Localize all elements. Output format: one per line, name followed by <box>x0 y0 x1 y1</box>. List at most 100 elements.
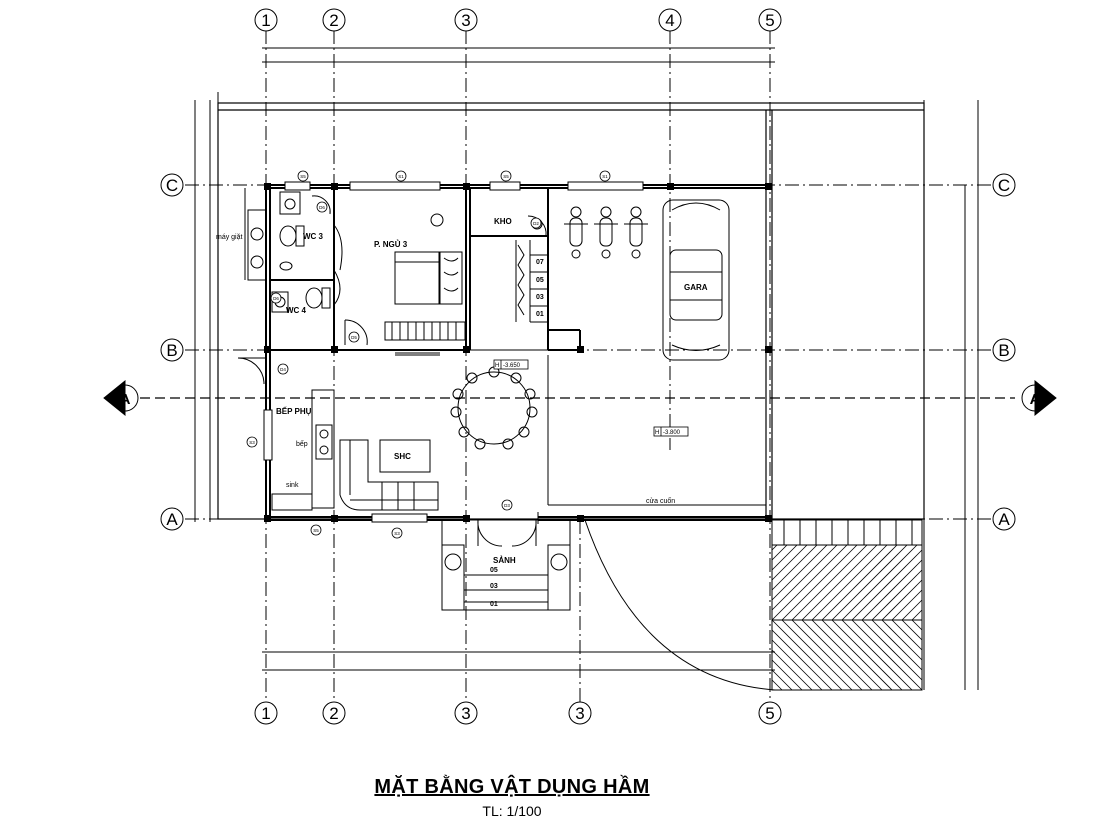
axis-bottom-5: 5 <box>765 704 774 723</box>
window-tag: S5 <box>313 528 319 533</box>
axis-right-b: B <box>998 341 1009 360</box>
hatch-line <box>771 544 818 591</box>
hatch-line <box>821 619 893 691</box>
axis-right-a: A <box>998 510 1010 529</box>
axis-top-4: 4 <box>665 11 674 30</box>
ramp-hatching <box>771 544 923 691</box>
room-label-garage: GARA <box>684 283 708 292</box>
hatch-line <box>771 669 793 691</box>
entry-step-label: 03 <box>490 583 498 590</box>
hatch-line <box>771 619 843 691</box>
hatch-line <box>771 629 833 691</box>
hatch-line <box>791 544 868 621</box>
axis-right-c: C <box>998 176 1010 195</box>
hatch-line <box>881 579 923 621</box>
room-label-wc4: WC 4 <box>286 306 307 315</box>
garage-vehicles <box>548 199 766 506</box>
door-tag: D5 <box>351 335 357 340</box>
axis-bottom-1: 1 <box>261 704 270 723</box>
room-label-storage: KHO <box>494 217 512 226</box>
hatch-line <box>771 649 813 691</box>
axis-top-2: 2 <box>329 11 338 30</box>
hatch-line <box>801 544 878 621</box>
hatch-line <box>901 599 923 621</box>
axis-bottom-2: 2 <box>329 704 338 723</box>
room-label-wc3: WC 3 <box>303 232 324 241</box>
fixture-label-stove: bếp <box>296 439 308 448</box>
entry-step-label: 01 <box>490 601 498 608</box>
window-tag: S1 <box>398 174 404 179</box>
windows <box>263 181 644 523</box>
drawing-title: MẶT BẰNG VẬT DỤNG HẦM <box>374 776 650 798</box>
hatch-line <box>851 619 923 691</box>
stair-step-label: 07 <box>536 259 544 266</box>
hatch-line <box>771 544 828 601</box>
level-dining: -3.650 <box>503 363 521 369</box>
room-label-living: SHC <box>394 452 411 461</box>
hatch-line <box>891 619 923 651</box>
walls <box>265 184 766 521</box>
axis-left-a: A <box>166 510 178 529</box>
hatch-line <box>771 544 838 611</box>
hatch-line <box>771 544 798 571</box>
hatch-line <box>771 544 788 561</box>
storage-and-stairs <box>515 215 548 323</box>
hatch-line <box>911 619 923 631</box>
hatch-line <box>781 619 853 691</box>
door-tag: D4 <box>280 367 286 372</box>
hatch-line <box>771 639 823 691</box>
drawing-scale: TL: 1/100 <box>482 803 542 819</box>
hatch-line <box>771 544 848 621</box>
hatch-line <box>871 619 923 671</box>
hatch-line <box>861 619 923 681</box>
entry-step-label: 05 <box>490 567 498 574</box>
hatch-line <box>771 544 808 581</box>
door-tag: D6 <box>319 205 325 210</box>
hatch-line <box>911 609 923 621</box>
window-tag: S5 <box>300 174 306 179</box>
hatch-line <box>771 679 783 691</box>
level-garage: -3.800 <box>663 430 681 436</box>
window-tag: S5 <box>503 174 509 179</box>
hatch-line <box>811 619 883 691</box>
hatch-line <box>771 659 803 691</box>
hatch-line <box>831 544 908 621</box>
hatch-line <box>871 569 923 621</box>
axis-left-b: B <box>166 341 177 360</box>
room-label-lobby: SẢNH <box>493 556 516 565</box>
axis-left-c: C <box>166 176 178 195</box>
fixture-label-sink: sink <box>286 482 299 489</box>
hatch-line <box>781 544 858 621</box>
door-tag: D3 <box>504 503 510 508</box>
hatch-line <box>881 619 923 661</box>
fixture-label-washer: máy giặt <box>216 234 243 241</box>
window-tag: S1 <box>602 174 608 179</box>
living-furniture <box>237 349 549 511</box>
hatch-line <box>841 619 913 691</box>
axis-bottom-3: 3 <box>461 704 470 723</box>
hatch-line <box>801 619 873 691</box>
door-tag: D6 <box>273 296 279 301</box>
hatch-line <box>891 589 923 621</box>
stair-step-label: 03 <box>536 294 544 301</box>
site-boundary <box>217 102 925 520</box>
hatch-line <box>861 559 923 621</box>
axis-top-5: 5 <box>765 11 774 30</box>
level-prefix: H <box>655 430 659 436</box>
hatch-line <box>771 544 778 551</box>
axis-bottom-4: 3 <box>575 704 584 723</box>
hatch-line <box>791 619 863 691</box>
bathrooms <box>244 188 343 313</box>
axis-top-1: 1 <box>261 11 270 30</box>
section-mark-left: A <box>120 391 131 408</box>
level-prefix: H <box>495 363 499 369</box>
hatch-line <box>841 544 918 621</box>
dimension-lines <box>194 47 979 690</box>
axis-top-3: 3 <box>461 11 470 30</box>
driveway-ramp <box>584 519 923 691</box>
bedroom-furniture <box>344 213 466 356</box>
door-tag: D2 <box>533 221 539 226</box>
section-mark-right: A <box>1030 391 1041 408</box>
window-tag: S3 <box>249 440 255 445</box>
entrance <box>441 512 571 611</box>
